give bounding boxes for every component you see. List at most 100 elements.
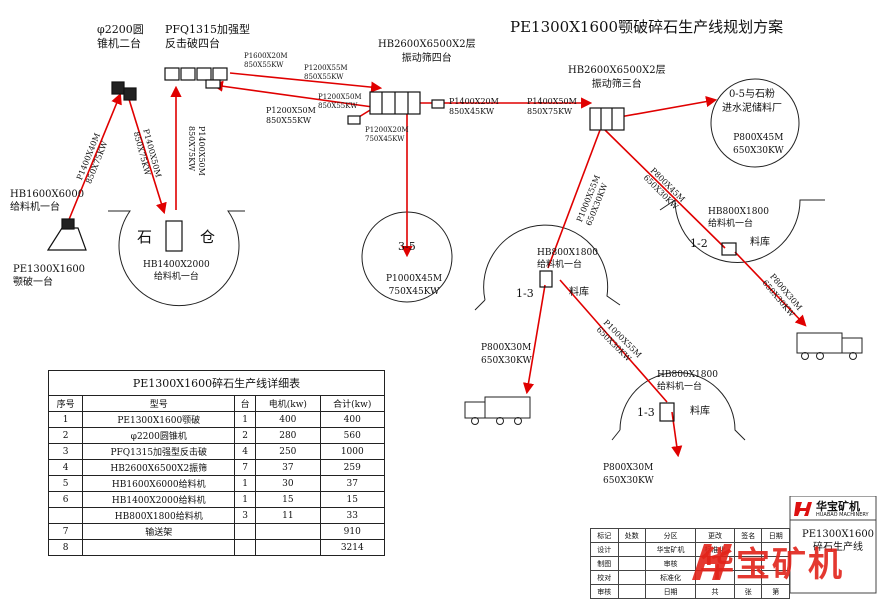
title-block-cell: 共 [695,584,735,599]
conveyor-feeder-a-out [522,284,546,395]
conveyor-label-c2: P1200X55M 850X55KW [304,64,348,82]
pile-1-2-label: 1-2 [690,237,708,250]
feeder-a-box [539,270,553,288]
feeder-b-box [659,402,675,422]
truck-icons [464,332,863,425]
table-cell: 7 [234,459,257,476]
stone-silo-outline [108,210,245,307]
table-cell: 5 [47,475,84,492]
title-block-cell [617,584,646,599]
table-cell: PFQ1315加强型反击破 [82,443,236,460]
title-block-cell: 校对 [590,570,619,585]
table-cell: 1 [234,475,257,492]
table-cell: 1 [234,491,257,508]
title-block-cell: 张 [733,584,763,599]
table-cell: 1 [234,411,257,428]
title-block-cell: 审核 [590,584,619,599]
table-cell [234,523,257,540]
title-block-cell [617,570,646,585]
table-cell: 33 [319,507,386,524]
table-cell: 15 [319,491,386,508]
table-cell: 910 [319,523,386,540]
title-block-cell: 华宝矿机 [644,542,697,557]
table-cell: 11 [255,507,321,524]
table-cell: 15 [255,491,321,508]
conveyor-label-c5: P1200X20M 750X45KW [365,126,409,144]
store-label-c: 料库 [750,237,770,248]
conveyor-label-c4: P1200X50M 850X55KW [266,106,316,126]
store-label-a: 料库 [569,287,589,298]
table-cell: 1000 [319,443,386,460]
impact-crusher-label: PFQ1315加强型 反击破四台 [165,23,251,51]
conveyor-jaw-to-cone [67,92,122,223]
title-block-cell: 制图 [590,556,619,571]
title-block-row: 制图审核 [590,556,790,571]
table-cell: HB800X1800给料机 [82,507,236,524]
table-cell: 259 [319,459,386,476]
brand-name: 华宝矿机 [816,500,860,513]
jaw-crusher-label: PE1300X1600 颚破一台 [13,264,86,288]
title-block-cell: 日期 [761,528,790,543]
conveyor-label-c6: P1400X20M 850X45KW [449,97,499,117]
feeder-c-box [721,242,737,256]
cone-crusher-label: φ2200圆 锥机二台 [97,23,144,51]
table-header-cell: 合计(kw) [319,395,386,412]
table-cell: 400 [255,411,321,428]
table-cell: 3 [234,507,257,524]
table-header-cell: 型号 [82,395,236,412]
title-block-cell: 日期 [644,584,697,599]
truck-icon-middle [464,396,531,425]
pile-3-5-label: 3-5 [398,240,416,253]
table-cell: HB1600X6000给料机 [82,475,236,492]
table-cell: 1 [47,411,84,428]
table-header-cell: 台 [234,395,257,412]
table-cell: PE1300X1600颚破 [82,411,236,428]
title-block-cell [617,556,646,571]
main-feeder-label: HB1600X6000 给料机一台 [10,189,85,213]
conveyor-cone-to-silo [127,95,167,215]
title-block-cell: 第 [761,584,790,599]
conveyor-label-c10: P1400X50M 850X75KW [186,126,206,176]
table-cell: 560 [319,427,386,444]
silo-label-right: 仓 [200,228,216,246]
table-cell: 输送架 [82,523,236,540]
title-block-frame [789,496,877,594]
screen-three-label: HB2600X6500X2层 振动筛三台 [568,65,666,90]
title-block-cell: 标准化 [644,570,697,585]
conveyor-impact-to-screen [229,72,383,93]
screen-four-icon [347,91,445,125]
stone-feeder-label: HB1400X2000 给料机一台 [143,260,210,283]
brand-name-en: HUABAO MACHINERY [816,512,869,518]
conveyor-feeder-b-out [671,411,683,458]
project-name: PE1300X1600 碎石生产线 [802,529,875,553]
pile-1-3-a-label: 1-3 [516,287,534,300]
table-cell: φ2200圆锥机 [82,427,236,444]
table-cell: 7 [47,523,84,540]
cement-pile [710,78,800,168]
cone-crusher-icon [111,81,137,101]
table-cell: 37 [255,459,321,476]
title-block-cell: 设计 [590,542,619,557]
cement-plant-label: 0-5与石粉 进水泥储料厂 [722,89,782,114]
store-label-b: 料库 [690,406,710,417]
table-cell: 250 [255,443,321,460]
table-cell [82,539,236,556]
table-cell [47,507,84,524]
brand-logo-icon [794,502,812,516]
table-cell: 30 [255,475,321,492]
table-cell [234,539,257,556]
conveyor-to-feeder-b [559,279,668,403]
table-cell: 37 [319,475,386,492]
feeder-c-label: HB800X1800 给料机一台 [708,207,769,229]
title-block-cell: 标记 [590,528,619,543]
table-cell: 8 [47,539,84,556]
watermark-logo-icon [692,544,732,580]
table-cell: 2 [47,427,84,444]
